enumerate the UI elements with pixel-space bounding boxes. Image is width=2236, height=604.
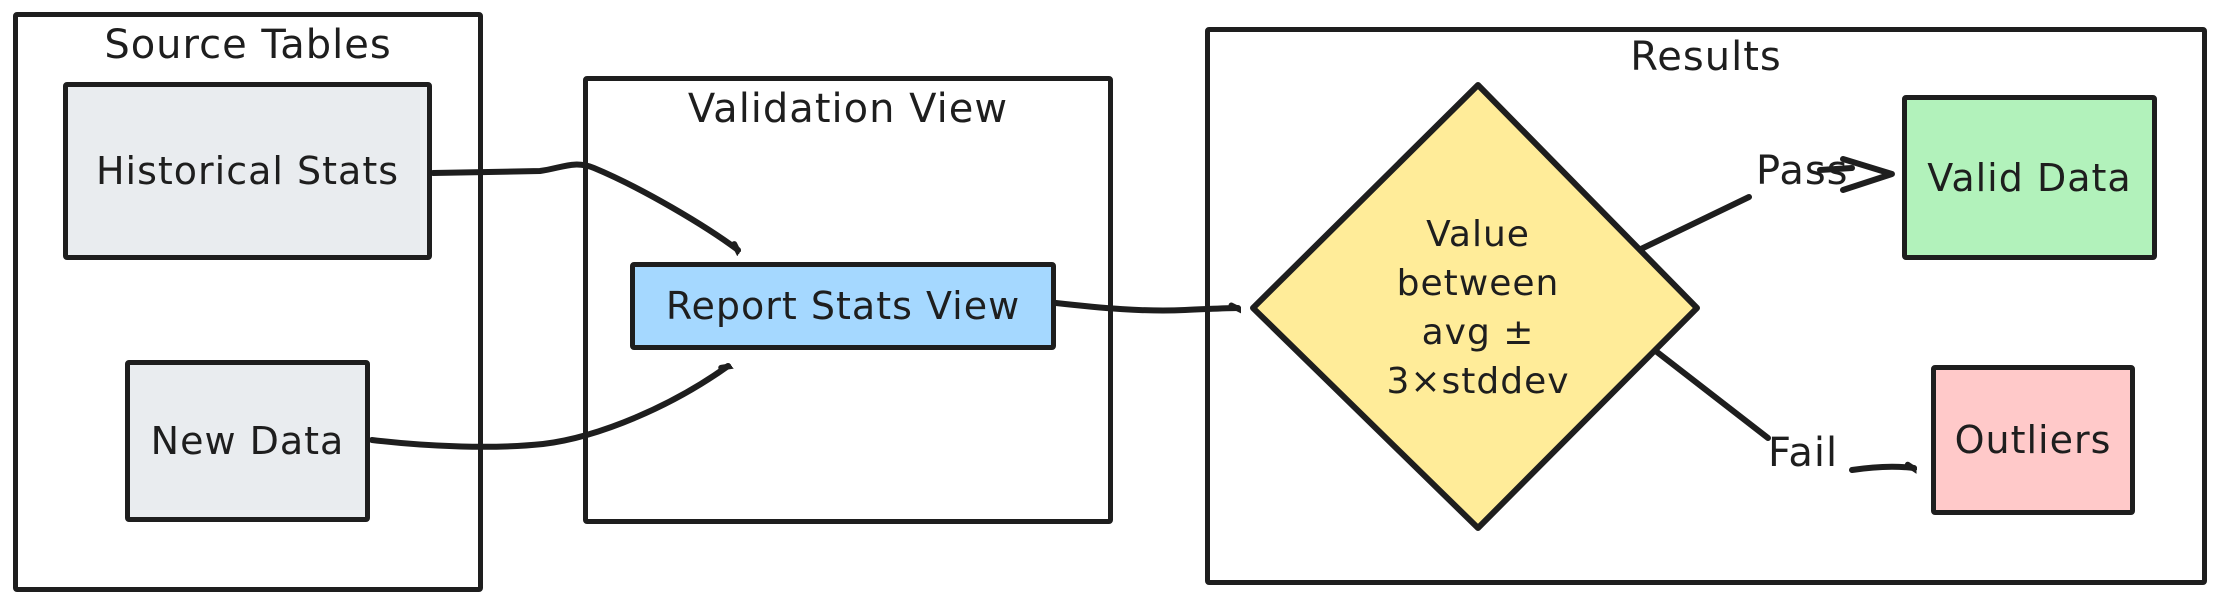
report-stats-view-node: Report Stats View <box>630 262 1056 350</box>
arrow-newdata-to-report <box>369 366 728 450</box>
source-tables-title: Source Tables <box>104 22 392 68</box>
arrow-historical-to-report <box>430 161 738 250</box>
arrow-report-to-decision <box>1053 300 1238 311</box>
edge-fail-line <box>1654 349 1771 441</box>
new-data-node: New Data <box>125 360 370 522</box>
pass-arrowhead <box>1840 156 1895 193</box>
outliers-node: Outliers <box>1931 365 2135 515</box>
results-title: Results <box>1630 34 1782 80</box>
decision-label: Value between avg ± 3×stddev <box>1386 214 1570 402</box>
new-data-label: New Data <box>150 419 345 463</box>
pass-edge-label: Pass <box>1756 148 1849 194</box>
validation-view-title: Validation View <box>687 86 1009 132</box>
edge-pass-line <box>1638 194 1752 252</box>
valid-data-node: Valid Data <box>1902 95 2157 260</box>
fail-arrow <box>1849 467 1914 470</box>
outliers-label: Outliers <box>1954 418 2112 462</box>
pass-arrowhead-tail <box>1817 165 1855 173</box>
valid-data-label: Valid Data <box>1927 155 2132 200</box>
historical-stats-node: Historical Stats <box>63 82 432 260</box>
report-stats-view-label: Report Stats View <box>665 284 1021 328</box>
historical-stats-label: Historical Stats <box>95 149 400 193</box>
fail-edge-label: Fail <box>1768 430 1839 476</box>
decision-diamond <box>1250 82 1700 531</box>
